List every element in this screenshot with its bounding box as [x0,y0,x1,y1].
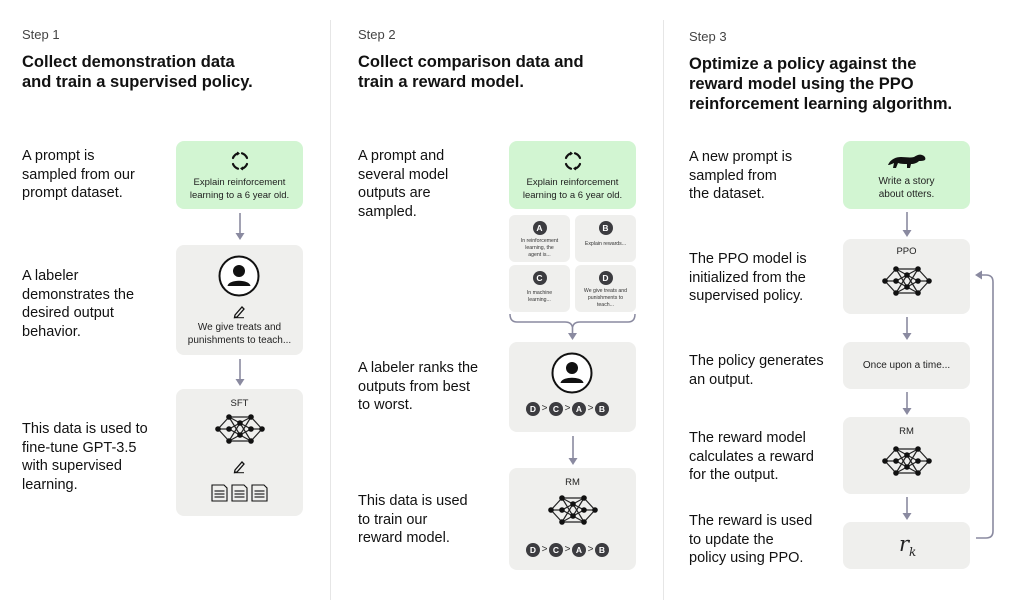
person-icon [551,352,593,394]
step3-rm-box: RM [843,417,970,494]
document-icon [211,484,268,502]
reward-symbol: rk [899,532,917,560]
rm-label: RM [899,426,914,437]
person-icon [218,255,260,297]
column-divider [663,20,664,600]
merge-bracket [509,313,636,340]
step3-prompt-box: Write a story about otters. [843,141,970,209]
flow-arrow [235,213,245,240]
pencil-icon [233,461,245,474]
flow-arrow [902,212,911,237]
cycle-icon [231,151,249,171]
flow-arrow [902,497,911,520]
generated-output-text: Once upon a time... [862,360,951,371]
neural-network-icon [882,446,932,476]
step2-prompt-box: Explain reinforcement learning to a 6 ye… [509,141,636,209]
step2-label: Step 2 [358,27,396,42]
step3-reward-box: rk [843,522,970,569]
step3-output-box: Once upon a time... [843,342,970,389]
ppo-label: PPO [896,246,917,257]
step3-label: Step 3 [689,29,727,44]
feedback-loop-arrow [975,270,994,539]
neural-network-icon [882,266,932,296]
output-card-b: B Explain rewards... [575,215,636,262]
flow-arrow [568,436,577,465]
neural-network-icon [215,414,265,444]
otter-icon [888,154,926,168]
neural-network-icon [548,495,598,525]
flow-arrow [902,392,911,415]
step1-label: Step 1 [22,27,60,42]
ranking-order: D> C> A> B [526,402,609,416]
sft-label: SFT [230,398,249,409]
step2-ranking-box: D> C> A> B [509,342,636,432]
step1-title: Collect demonstration data and train a s… [22,53,253,91]
cycle-icon [564,151,582,171]
ranking-order: D> C> A> B [526,543,609,557]
step2-rm-box: RM D> C> A> B [509,468,636,570]
column-divider [330,20,331,600]
step1-sft-box: SFT [176,389,303,516]
rm-label: RM [565,477,580,488]
step3-title: Optimize a policy against the reward mod… [689,55,953,113]
step1-prompt-box: Explain reinforcement learning to a 6 ye… [176,141,303,209]
flow-arrow [235,359,245,386]
pencil-icon [233,306,245,319]
flow-arrow [902,317,911,340]
step1-demonstration-box: We give treats and punishments to teach.… [176,245,303,355]
step2-title: Collect comparison data and train a rewa… [358,53,584,91]
step3-ppo-box: PPO [843,239,970,314]
